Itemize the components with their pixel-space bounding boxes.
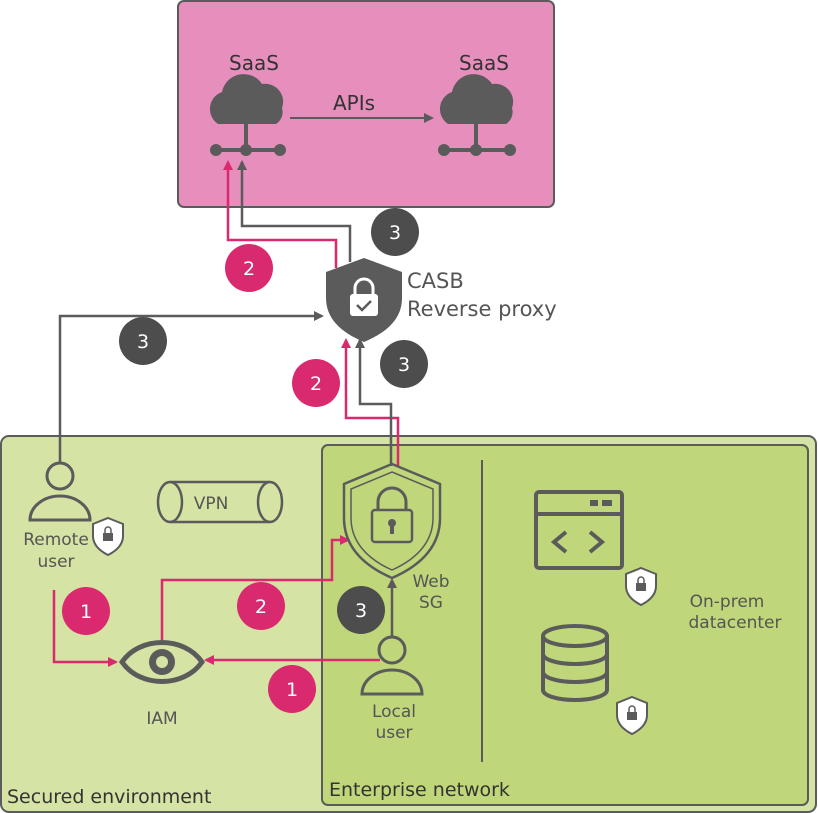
remote-user-icon <box>28 461 92 522</box>
database-icon <box>541 624 609 702</box>
flow-websg-to-casb-pink <box>341 338 400 466</box>
svg-text:3: 3 <box>398 354 410 376</box>
vpn-label: VPN <box>194 494 229 514</box>
svg-text:3: 3 <box>137 331 149 353</box>
svg-text:2: 2 <box>310 373 322 395</box>
secured-environment-label: Secured environment <box>7 786 211 808</box>
flow-casb-to-saas-gray <box>237 160 352 262</box>
svg-text:2: 2 <box>243 258 255 280</box>
svg-text:1: 1 <box>80 601 92 623</box>
flow-casb-to-saas-pink <box>223 160 338 268</box>
step-badge-2-low: 2 <box>237 582 285 630</box>
web-sg-label-line1: Web <box>412 572 449 592</box>
enterprise-network-label: Enterprise network <box>329 779 510 801</box>
code-window-icon <box>534 490 624 570</box>
svg-text:2: 2 <box>255 596 267 618</box>
step-badge-1-low: 1 <box>268 665 316 713</box>
iam-label: IAM <box>146 709 177 729</box>
flow-iam-to-websg <box>160 535 350 640</box>
casb-label-line2: Reverse proxy <box>407 297 557 321</box>
saas-right-cloud-icon <box>438 74 516 156</box>
step-badge-2-top: 2 <box>225 244 273 292</box>
step-badge-3-top: 3 <box>371 208 419 256</box>
on-prem-label-line1: On-prem <box>690 592 765 612</box>
local-user-label-line1: Local <box>372 702 416 722</box>
code-window-lock-icon <box>625 566 657 607</box>
iam-eye-icon <box>118 640 206 684</box>
local-user-icon <box>360 635 424 696</box>
step-badge-3-mid: 3 <box>380 340 428 388</box>
saas-zone <box>177 0 555 208</box>
apis-label: APIs <box>333 91 375 115</box>
step-badge-3-low: 3 <box>337 586 385 634</box>
database-lock-icon <box>616 695 648 736</box>
saas-right-label: SaaS <box>459 51 509 75</box>
casb-shield-icon <box>326 258 402 342</box>
saas-left-label: SaaS <box>229 51 279 75</box>
saas-left-cloud-icon <box>209 74 286 156</box>
flow-remote-to-iam <box>52 590 118 667</box>
on-prem-label-line2: datacenter <box>689 613 782 633</box>
svg-text:3: 3 <box>355 600 367 622</box>
svg-text:3: 3 <box>389 222 401 244</box>
casb-label-line1: CASB <box>407 269 464 293</box>
step-badge-1-left: 1 <box>62 587 110 635</box>
local-user-label-line2: user <box>375 723 412 743</box>
remote-user-label-line2: user <box>37 552 74 572</box>
web-sg-shield-icon <box>342 462 442 580</box>
vpn-tunnel-icon <box>156 480 284 524</box>
web-sg-label-line2: SG <box>419 593 443 613</box>
svg-text:1: 1 <box>286 679 298 701</box>
remote-user-label-line1: Remote <box>23 530 89 550</box>
flow-remote-to-casb <box>58 311 324 462</box>
step-badge-2-mid: 2 <box>292 359 340 407</box>
flow-websg-to-casb-gray <box>355 338 393 466</box>
step-badge-3-left: 3 <box>119 317 167 365</box>
remote-user-lock-icon <box>92 516 124 557</box>
